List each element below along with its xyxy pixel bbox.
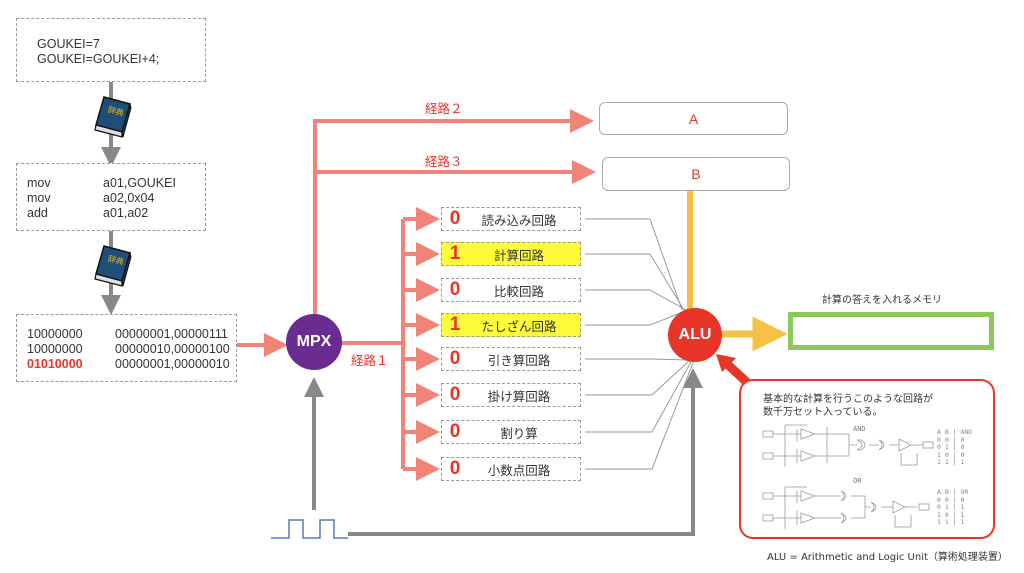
and-circuit-schematic: [762, 424, 934, 467]
clock-pulse-icon: [271, 519, 348, 539]
circuit-item: 0 引き算回路: [441, 347, 581, 371]
note-text: 基本的な計算を行うこのような回路が 数千万セット入っている。: [763, 394, 933, 418]
circuit-label: 比較回路: [493, 283, 544, 299]
dictionary-book-icon: 辞典: [94, 245, 132, 287]
circuit-to-alu-line: [585, 253, 685, 311]
source-line: GOUKEI=GOUKEI+4;: [37, 52, 160, 66]
circuit-bit: 0: [449, 208, 461, 229]
circuit-item: 0 割り算: [441, 420, 581, 444]
source-code-box: GOUKEI=7 GOUKEI=GOUKEI+4;: [16, 18, 206, 82]
svg-text:辞典: 辞典: [107, 104, 125, 118]
circuit-label: 計算回路: [493, 247, 544, 263]
circuit-bit: 1: [449, 314, 461, 335]
circuit-label: 読み込み回路: [481, 212, 557, 228]
route2-label: 経路２: [425, 101, 463, 116]
circuit-label: 割り算: [500, 425, 538, 441]
circuit-to-alu-line: [585, 358, 689, 361]
result-memory-box: [788, 312, 994, 350]
register-a: A: [599, 102, 788, 135]
alu-definition-caption: ALU = Arithmetic and Logic Unit（算術処理装置）: [767, 552, 1008, 563]
circuit-to-alu-line: [585, 359, 691, 396]
memory-label: 計算の答えを入れるメモリ: [822, 295, 942, 306]
circuit-item: 0 読み込み回路: [441, 207, 581, 231]
circuit-item: 0 比較回路: [441, 278, 581, 302]
note-to-alu-arrowhead: [716, 354, 736, 372]
clock-to-alu-wire: [348, 368, 703, 536]
mpx-node: MPX: [286, 314, 342, 370]
circuit-label: 掛け算回路: [487, 388, 551, 404]
circuit-label: 引き算回路: [487, 352, 551, 368]
or-circuit-schematic: [762, 486, 930, 529]
circuit-to-alu-line: [585, 218, 683, 311]
circuit-bit: 0: [449, 384, 461, 405]
source-line: GOUKEI=7: [37, 37, 100, 51]
svg-text:辞典: 辞典: [107, 253, 125, 267]
circuit-bit: 1: [449, 243, 461, 264]
circuit-bit: 0: [449, 458, 461, 479]
alu-node: ALU: [668, 308, 722, 362]
circuit-item: 0 掛け算回路: [441, 383, 581, 407]
route1-label: 経路１: [351, 353, 389, 368]
circuit-label: たしざん回路: [481, 318, 557, 334]
circuit-item: 0 小数点回路: [441, 457, 581, 481]
route3-label: 経路３: [425, 154, 463, 169]
circuit-item: 1 たしざん回路: [441, 313, 581, 337]
circuit-bit: 0: [449, 421, 461, 442]
circuit-bit: 0: [449, 279, 461, 300]
circuit-label: 小数点回路: [487, 462, 551, 478]
and-truth-table: A B | AND 0 0 | 0 0 1 | 0 1 0 | 0 1 1 | …: [937, 428, 973, 466]
circuit-to-alu-line: [585, 359, 693, 433]
dictionary-book-icon: 辞典: [94, 96, 132, 138]
and-label: AND: [853, 425, 866, 433]
circuit-to-alu-line: [585, 359, 695, 470]
register-b: B: [602, 157, 790, 191]
route2-wire: [313, 109, 594, 317]
alu-explanation-note: 基本的な計算を行うこのような回路が 数千万セット入っている。 AND A B |…: [739, 379, 995, 539]
circuit-item: 1 計算回路: [441, 242, 581, 266]
circuit-bit: 0: [449, 348, 461, 369]
or-label: OR: [853, 477, 862, 485]
circuit-to-alu-line: [585, 289, 687, 311]
or-truth-table: A B | OR 0 0 | 0 0 1 | 1 1 0 | 1 1 1 | 1: [937, 488, 969, 526]
